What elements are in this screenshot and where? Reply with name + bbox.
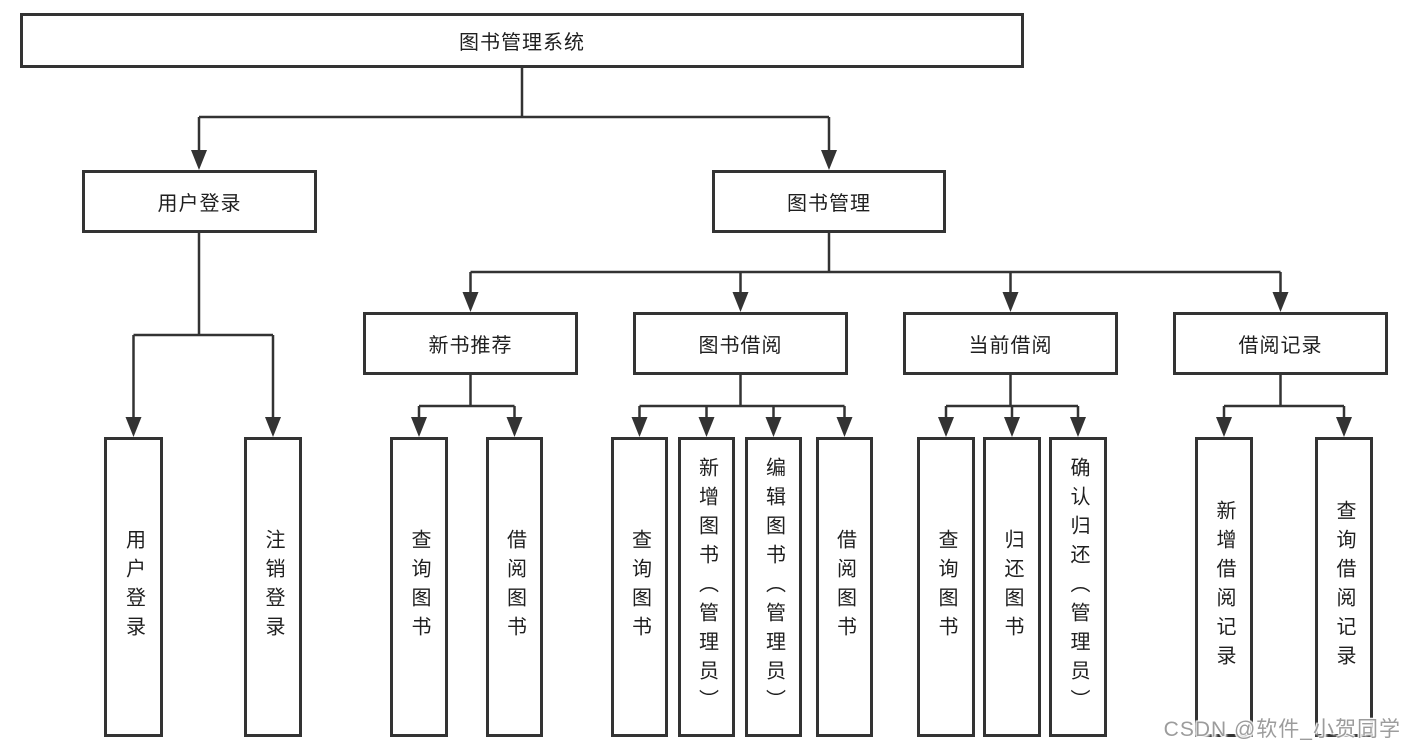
leaf-query-books-borrow-label: 查询图书 — [628, 529, 651, 645]
node-new-book-recommend-label: 新书推荐 — [428, 335, 513, 357]
node-current-borrow-label: 当前借阅 — [968, 335, 1053, 357]
leaf-edit-books-admin: 编辑图书（管理员） — [745, 437, 802, 737]
node-book-borrow-label: 图书借阅 — [698, 335, 783, 357]
node-current-borrow: 当前借阅 — [903, 312, 1118, 375]
leaf-user-login-label: 用户登录 — [122, 529, 145, 645]
leaf-logout-login: 注销登录 — [244, 437, 302, 737]
leaf-borrow-books-recommend-label: 借阅图书 — [503, 529, 526, 645]
leaf-return-books-label: 归还图书 — [1001, 529, 1023, 645]
leaf-add-books-admin: 新增图书（管理员） — [678, 437, 735, 737]
csdn-watermark: CSDN @软件_小贺同学 — [1163, 718, 1401, 741]
leaf-query-books-recommend-label: 查询图书 — [408, 529, 430, 645]
leaf-user-login: 用户登录 — [104, 437, 163, 737]
node-borrow-records: 借阅记录 — [1173, 312, 1388, 375]
node-book-management: 图书管理 — [712, 170, 946, 233]
leaf-return-books: 归还图书 — [983, 437, 1041, 737]
leaf-add-books-admin-label: 新增图书（管理员） — [695, 456, 718, 718]
node-book-borrow: 图书借阅 — [633, 312, 848, 375]
leaf-query-borrow-record-label: 查询借阅记录 — [1333, 500, 1355, 674]
leaf-add-borrow-record: 新增借阅记录 — [1195, 437, 1253, 737]
leaf-query-borrow-record: 查询借阅记录 — [1315, 437, 1373, 737]
leaf-borrow-books-label: 借阅图书 — [833, 529, 856, 645]
leaf-query-books-current: 查询图书 — [917, 437, 975, 737]
node-borrow-records-label: 借阅记录 — [1238, 335, 1323, 357]
leaf-borrow-books: 借阅图书 — [816, 437, 873, 737]
node-new-book-recommend: 新书推荐 — [363, 312, 578, 375]
node-book-management-label: 图书管理 — [787, 193, 871, 215]
node-user-login: 用户登录 — [82, 170, 317, 233]
leaf-borrow-books-recommend: 借阅图书 — [486, 437, 543, 737]
leaf-add-borrow-record-label: 新增借阅记录 — [1213, 500, 1235, 674]
leaf-confirm-return-admin: 确认归还（管理员） — [1049, 437, 1107, 737]
leaf-query-books-current-label: 查询图书 — [935, 529, 957, 645]
leaf-query-books-borrow: 查询图书 — [611, 437, 668, 737]
leaf-edit-books-admin-label: 编辑图书（管理员） — [762, 456, 785, 718]
leaf-logout-login-label: 注销登录 — [262, 529, 284, 645]
node-user-login-label: 用户登录 — [157, 193, 242, 215]
root-node-label: 图书管理系统 — [459, 32, 585, 54]
root-node-library-system: 图书管理系统 — [20, 13, 1024, 68]
leaf-query-books-recommend: 查询图书 — [390, 437, 448, 737]
leaf-confirm-return-admin-label: 确认归还（管理员） — [1067, 456, 1089, 718]
